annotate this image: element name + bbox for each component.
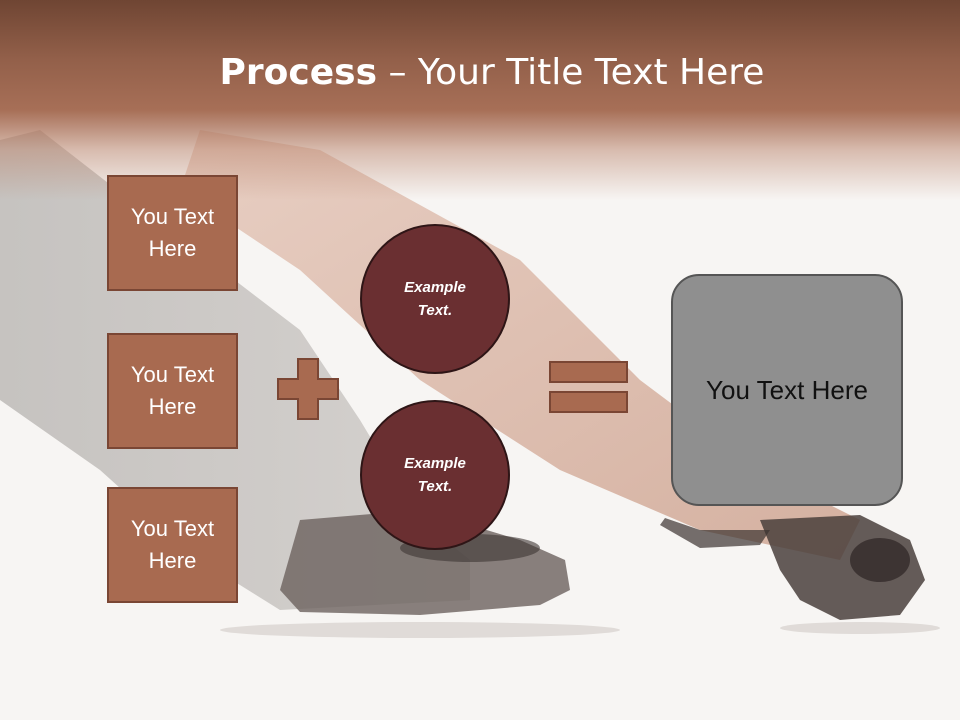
text-box-2-line1: You Text	[130, 362, 215, 387]
title-bold: Process	[219, 52, 378, 93]
equals-icon	[549, 361, 628, 413]
result-box[interactable]: You Text Here	[671, 274, 903, 506]
circle-2-line2: Text.	[417, 478, 453, 495]
text-box-3-line2: Here	[148, 548, 197, 573]
circle-1-line2: Text.	[417, 302, 453, 319]
plus-icon	[277, 358, 339, 420]
text-box-2[interactable]: You Text Here	[107, 333, 238, 449]
slide-title: Process – Your Title Text Here	[0, 52, 960, 93]
circle-example-1[interactable]: Example Text.	[360, 224, 510, 374]
circle-1-line1: Example	[404, 279, 466, 296]
text-box-3-line1: You Text	[130, 516, 215, 541]
circle-example-2[interactable]: Example Text.	[360, 400, 510, 550]
text-box-2-line2: Here	[148, 394, 197, 419]
title-rest: – Your Title Text Here	[377, 52, 765, 93]
text-box-3[interactable]: You Text Here	[107, 487, 238, 603]
text-box-1[interactable]: You Text Here	[107, 175, 238, 291]
result-text: You Text Here	[706, 374, 868, 405]
header-band	[0, 0, 960, 200]
circle-2-line1: Example	[404, 455, 466, 472]
text-box-1-line2: Here	[148, 236, 197, 261]
text-box-1-line1: You Text	[130, 204, 215, 229]
